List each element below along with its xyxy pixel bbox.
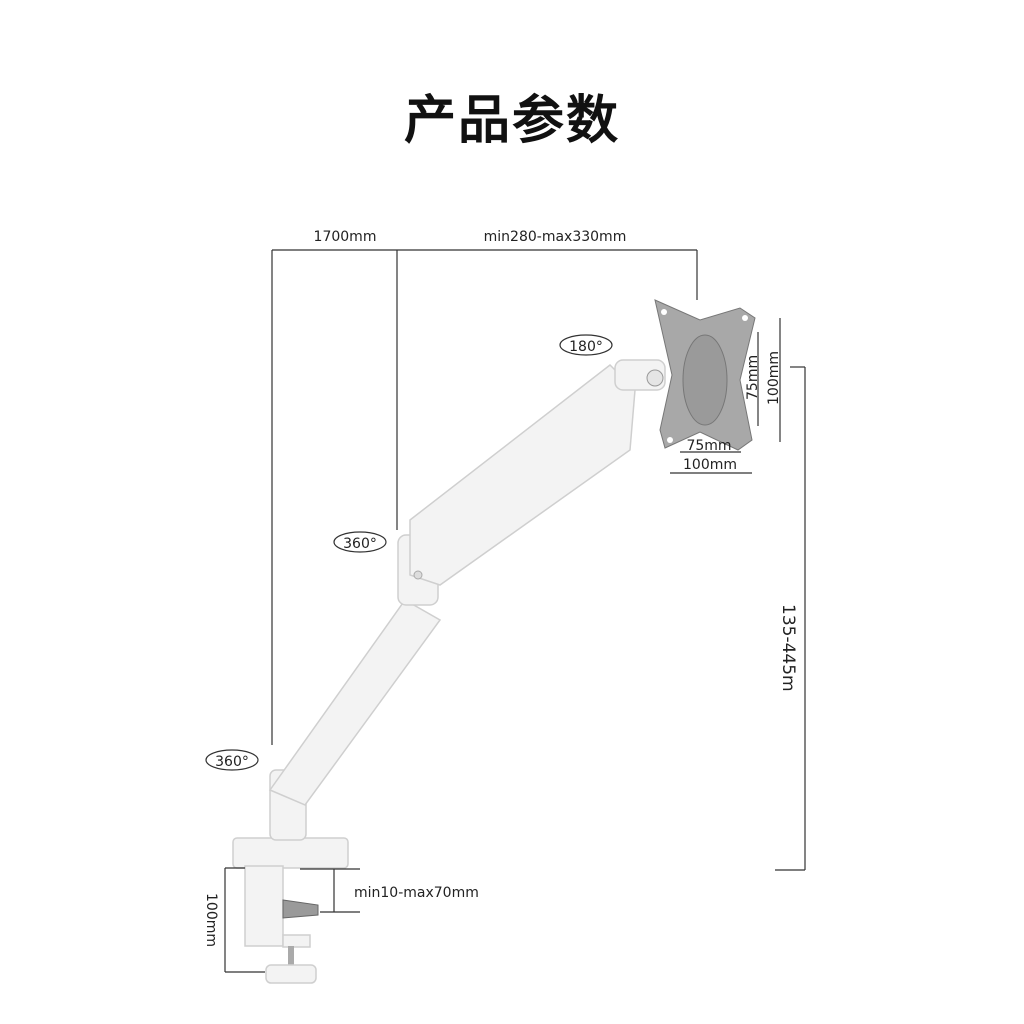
page-title: 产品参数 [403, 91, 620, 151]
vesa-v-small-label: 75mm [745, 355, 761, 400]
top-dimension-lines [271, 249, 698, 745]
clamp-dimension-lines [224, 867, 360, 973]
upper-arm [409, 359, 666, 586]
height-range-label: 135-445m [778, 604, 798, 692]
rotation-icon-base: 360° [205, 749, 259, 771]
clamp-height-label: 100mm [203, 893, 219, 947]
vesa-dimension-lines [670, 318, 781, 474]
vesa-h-large-label: 100mm [683, 457, 737, 473]
vesa-plate [654, 299, 756, 451]
rotation-icon-elbow: 360° [333, 531, 387, 553]
reach-total-label: 1700mm [314, 229, 377, 245]
vesa-v-large-label: 100mm [766, 351, 782, 405]
desk-thickness-label: min10-max70mm [354, 885, 479, 901]
rotation-icon-head: 180° [559, 334, 613, 356]
upper-arm-label: min280-max330mm [484, 229, 627, 245]
desk-clamp [232, 837, 349, 984]
rotation-base-label: 360° [215, 754, 249, 770]
rotation-elbow-label: 360° [343, 536, 377, 552]
height-dimension-line [775, 366, 806, 871]
vesa-h-small-label: 75mm [686, 438, 731, 454]
rotation-head-label: 180° [569, 339, 603, 355]
lower-arm [268, 534, 442, 841]
